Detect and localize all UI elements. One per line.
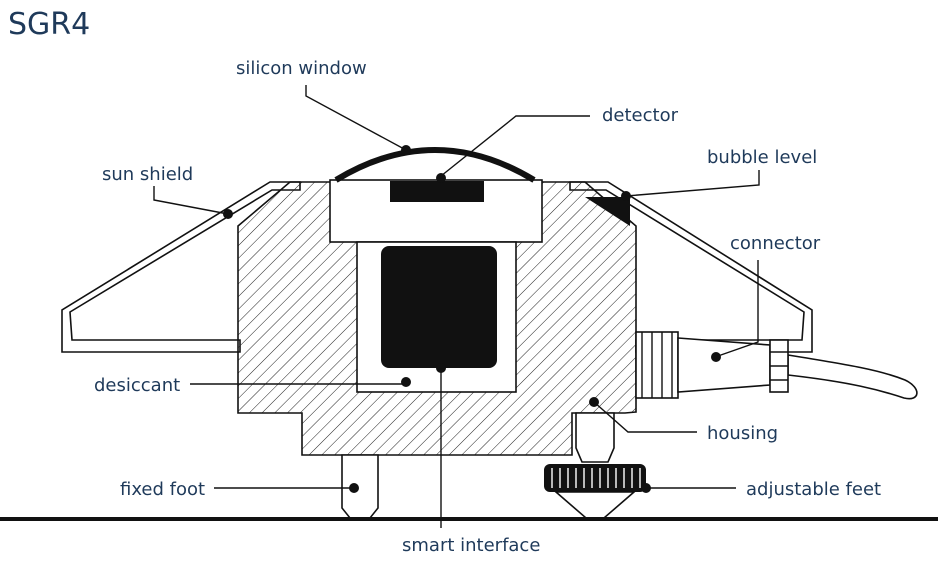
- label-silicon-window: silicon window: [236, 58, 367, 79]
- adjustable-foot: [544, 412, 646, 519]
- smart-interface-module: [381, 246, 497, 368]
- label-housing: housing: [707, 423, 778, 444]
- leader-lines: [153, 85, 760, 528]
- cable: [787, 354, 918, 400]
- connector: [635, 331, 789, 399]
- fixed-foot: [341, 454, 379, 519]
- label-detector: detector: [602, 105, 679, 126]
- label-connector: connector: [730, 233, 821, 254]
- silicon-window-dome: [334, 147, 536, 183]
- bubble-level: [585, 197, 630, 226]
- label-sun-shield: sun shield: [102, 164, 193, 185]
- detector-element: [390, 181, 484, 202]
- label-adjustable-feet: adjustable feet: [746, 479, 881, 500]
- label-desiccant: desiccant: [94, 375, 180, 396]
- label-fixed-foot: fixed foot: [120, 479, 205, 500]
- label-smart-interface: smart interface: [402, 535, 540, 556]
- diagram-title: SGR4: [8, 7, 90, 42]
- label-bubble-level: bubble level: [707, 147, 817, 168]
